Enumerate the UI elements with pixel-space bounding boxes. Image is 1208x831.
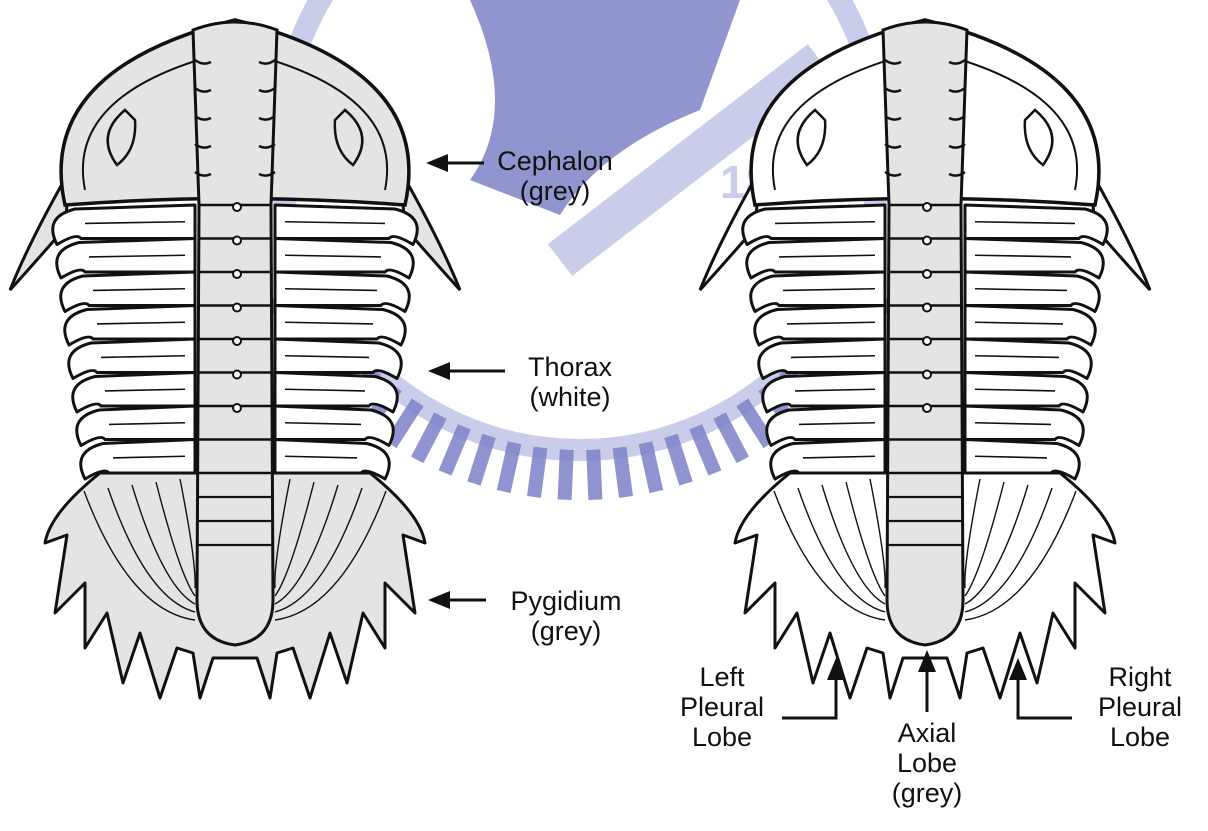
right-pleural-arrow-elbow [1018,690,1072,718]
pygidium-label: Pygidium (grey) [486,586,646,646]
axial-node [233,404,241,412]
left-pleural-line2: Pleural [662,692,782,722]
seal-tooth [565,450,567,500]
right-pleural-line2: Pleural [1080,692,1200,722]
axial-lobe [883,22,967,645]
axial-node [923,371,931,379]
seal-tooth [593,450,595,500]
right-pleural-lobe-label: Right Pleural Lobe [1080,662,1200,752]
axial-node [923,237,931,245]
trilobite-left-cephalon-thorax-pygidium [10,20,460,698]
axial-node [233,304,241,312]
thorax-arrow-head [428,362,450,380]
axial-node [923,337,931,345]
seal-tooth [534,447,541,497]
left-pleural-lobe-label: Left Pleural Lobe [662,662,782,752]
axial-lobe [193,22,277,645]
cephalon-label-color: (grey) [485,176,625,206]
cephalon-label-name: Cephalon [485,146,625,176]
axial-node [233,270,241,278]
pygidium-label-name: Pygidium [486,586,646,616]
axial-node [233,203,241,211]
axial-node [233,237,241,245]
seal-tooth [619,447,626,497]
axial-node [233,371,241,379]
seal-tooth [720,416,743,460]
left-pleural-arrow-elbow [782,690,836,718]
axial-node [923,304,931,312]
axial-node [923,270,931,278]
seal-tooth [696,427,715,473]
thorax-label-name: Thorax [505,352,635,382]
thorax-label-color: (white) [505,382,635,412]
axial-node [923,203,931,211]
axial-node [233,337,241,345]
left-pleural-line3: Lobe [662,722,782,752]
seal-tooth [417,416,440,460]
pygidium-label-color: (grey) [486,616,646,646]
thorax-label: Thorax (white) [505,352,635,412]
axial-node [923,404,931,412]
axial-lobe-label: Axial Lobe (grey) [872,718,982,808]
cephalon-arrow-head [426,154,448,172]
axial-line3: (grey) [872,778,982,808]
axial-line2: Lobe [872,748,982,778]
cephalon-label: Cephalon (grey) [485,146,625,206]
trilobite-right-lobes [700,20,1150,698]
seal-tooth [445,427,464,473]
left-pleural-line1: Left [662,662,782,692]
right-pleural-line1: Right [1080,662,1200,692]
pygidium-arrow-head [428,591,450,609]
axial-line1: Axial [872,718,982,748]
right-pleural-line3: Lobe [1080,722,1200,752]
